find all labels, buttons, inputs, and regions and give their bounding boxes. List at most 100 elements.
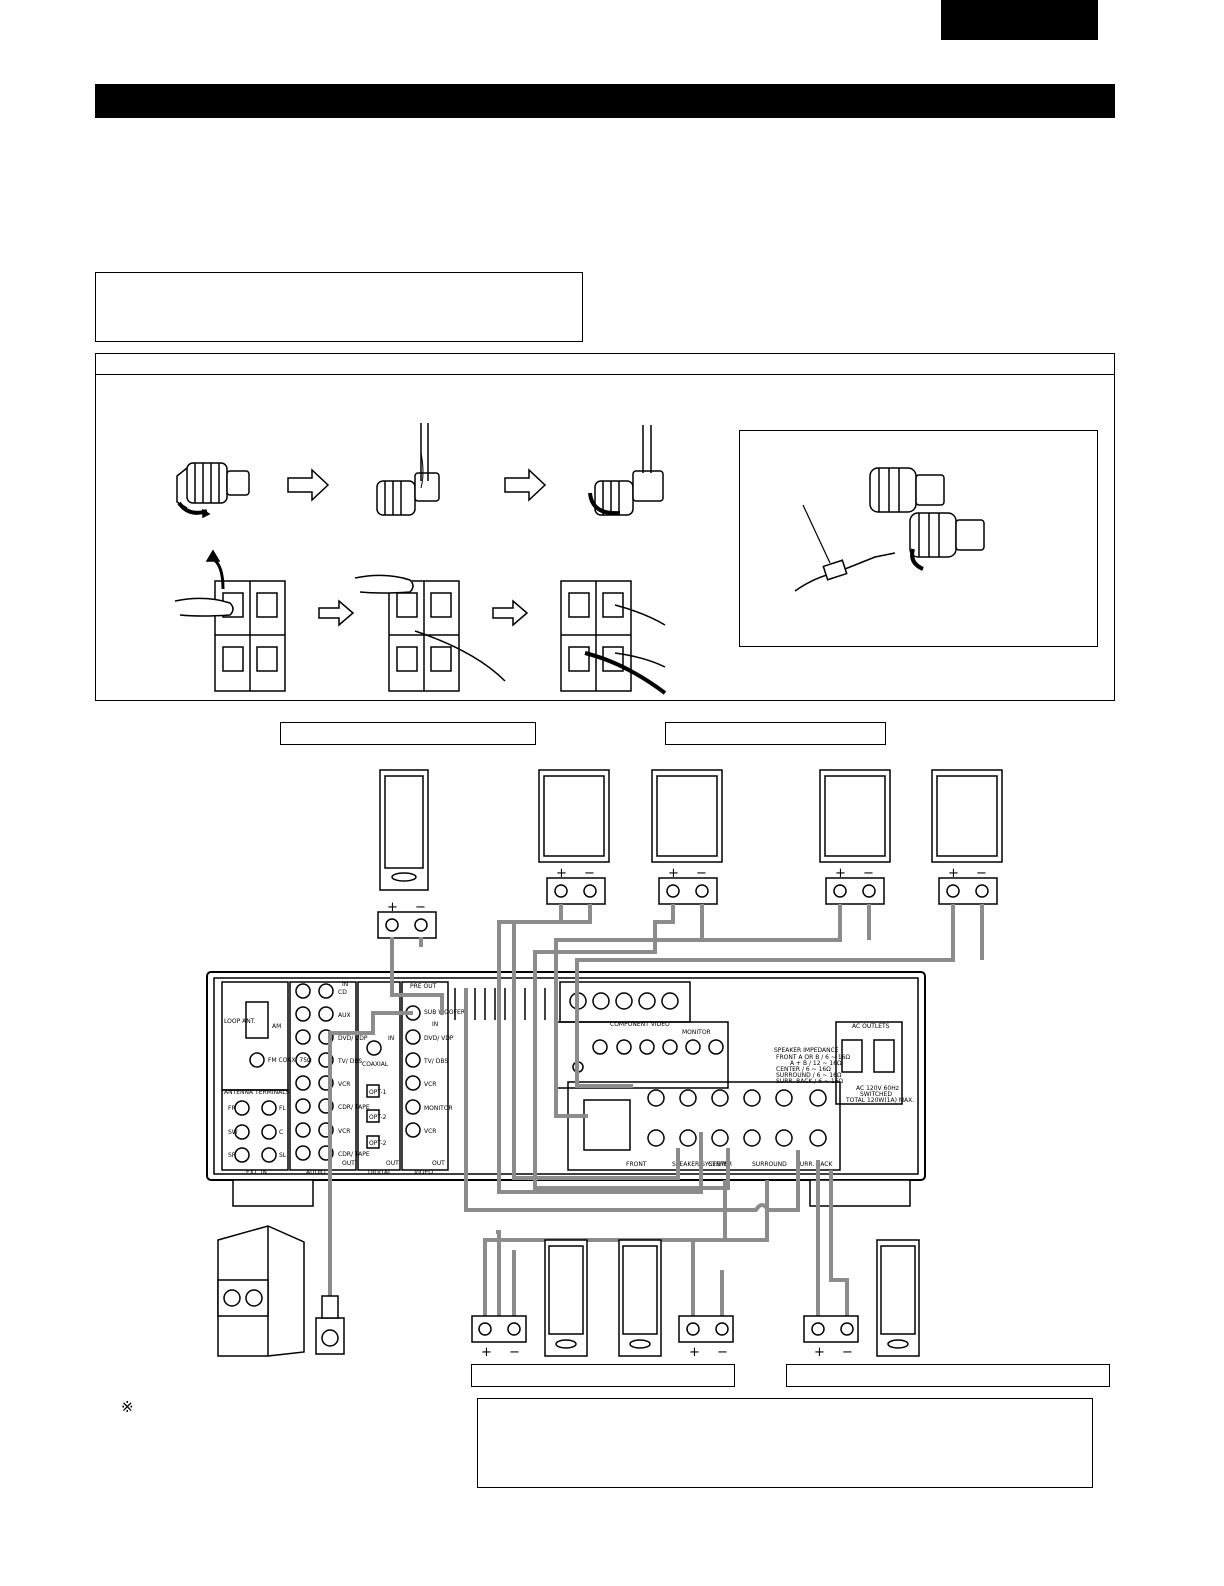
speaker-wiring-diagram: + − + − + − + − + −	[206, 769, 1003, 1360]
impedance-surround: SURROUND / 6 ~ 16Ω	[776, 1072, 842, 1079]
surr-back-label: SURR. BACK	[796, 1161, 833, 1168]
minus-sign: −	[717, 1345, 728, 1360]
ac-rating-voltage: AC 120V 60Hz	[856, 1085, 899, 1092]
audio-in-dvd-label: DVD/ VDP	[338, 1035, 368, 1042]
sub-woofer-label: SUB WOOFER	[424, 1009, 465, 1016]
screw-terminal-loosen	[176, 462, 250, 519]
ext-in-sl-label: SL	[279, 1152, 287, 1159]
fm-label: FM COAX. 75Ω	[268, 1057, 312, 1064]
plus-sign: +	[689, 1345, 700, 1360]
plus-sign: +	[481, 1345, 492, 1360]
ac-outlets-label: AC OUTLETS	[852, 1023, 890, 1030]
minus-sign: −	[584, 866, 595, 881]
speaker-terminal	[938, 877, 998, 905]
note-box	[95, 272, 583, 342]
section-header-bar	[95, 84, 1115, 118]
opt-1-label: OPT-1	[369, 1089, 387, 1096]
ext-in-c-label: C	[279, 1129, 283, 1136]
am-label: AM	[272, 1023, 281, 1030]
arrow-right-icon	[492, 599, 529, 627]
audio-in-aux-label: AUX	[338, 1012, 351, 1019]
caution-box	[477, 1398, 1093, 1488]
clip-terminal-press	[174, 549, 286, 692]
surround-back-speaker	[876, 1239, 920, 1357]
ext-in-sr-label: SR	[228, 1152, 236, 1159]
digital-out-tag: OUT	[386, 1160, 399, 1167]
opt-out-label: OPT-2	[369, 1140, 387, 1147]
audio-in-vcr-label: VCR	[338, 1081, 350, 1088]
subwoofer-cable	[328, 1011, 413, 1343]
speaker-wires	[390, 904, 984, 1324]
video-in-tag: IN	[432, 1021, 438, 1028]
monitor-label: MONITOR	[682, 1029, 711, 1036]
minus-sign: −	[696, 866, 707, 881]
page-tab	[941, 0, 1098, 40]
clip-terminal-insert-wire	[354, 574, 506, 692]
instruction-illustrations	[174, 423, 985, 695]
video-in-dvd-label: DVD/ VDP	[424, 1035, 454, 1042]
surround-speaker-left	[931, 769, 1003, 863]
audio-in-tv-label: TV/ DBS	[337, 1058, 362, 1065]
surround-back-speaker	[618, 1239, 662, 1357]
audio-in-cd-label: CD	[338, 989, 347, 996]
opt-2-label: OPT-2	[369, 1114, 387, 1121]
audio-label: AUDIO	[306, 1169, 326, 1176]
plus-sign: +	[835, 866, 846, 881]
screw-terminal-tighten	[588, 425, 664, 516]
plus-sign: +	[668, 866, 679, 881]
impedance-center: CENTER / 6 ~ 16Ω	[776, 1066, 831, 1073]
ac-rating-total: TOTAL 120W(1A) MAX.	[845, 1097, 914, 1104]
impedance-front: FRONT A OR B / 6 ~ 16Ω	[776, 1054, 850, 1061]
speaker-terminal	[678, 1315, 734, 1343]
surround-back-wire-1	[691, 1180, 769, 1320]
speaker-terminal	[803, 1315, 859, 1343]
banana-plug-illustration	[794, 467, 985, 592]
impedance-title: SPEAKER IMPEDANCE	[774, 1047, 839, 1054]
antenna-terminals-label: ANTENNA TERMINALS	[224, 1089, 290, 1096]
subwoofer-input-jack	[315, 1295, 345, 1355]
center-label: CENTER	[708, 1161, 732, 1168]
speaker-terminal	[658, 877, 718, 905]
ac-rating-switched: SWITCHED	[860, 1091, 892, 1098]
digital-in-tag: IN	[388, 1035, 394, 1042]
video-in-tv-label: TV/ DBS	[423, 1058, 448, 1065]
ext-in-label: EXT. IN	[246, 1169, 267, 1176]
front-speaker-right	[538, 769, 610, 863]
audio-in-tag: IN	[342, 981, 348, 988]
pre-out-label: PRE OUT	[410, 983, 437, 990]
plus-sign: +	[556, 866, 567, 881]
note-mark: ※	[121, 1398, 134, 1416]
ext-in-sw-label: SW	[228, 1129, 238, 1136]
video-label: VIDEO	[414, 1169, 433, 1176]
center-speaker-wire	[483, 1180, 727, 1320]
front-speakers-label	[280, 722, 536, 745]
ext-in-fl-label: FL	[279, 1105, 286, 1112]
instructions-panel-header	[96, 374, 1114, 375]
surround-back-speaker	[544, 1239, 588, 1357]
impedance-surr-back: SURR. BACK / 6 ~ 16Ω	[776, 1078, 844, 1085]
surround-speaker-right	[819, 769, 891, 863]
arrow-right-icon	[287, 468, 330, 502]
plus-sign: +	[948, 866, 959, 881]
surround-label: SURROUND	[752, 1161, 787, 1168]
speaker-terminal	[825, 877, 885, 905]
audio-out-tag: OUT	[342, 1160, 355, 1167]
subwoofer	[217, 1225, 305, 1357]
loop-ant-label: LOOP ANT.	[224, 1018, 256, 1025]
center-speaker-top	[379, 769, 429, 891]
impedance-front-ab: A + B / 12 ~ 16Ω	[790, 1060, 842, 1067]
clip-terminal-wired	[560, 580, 667, 695]
surround-speakers-label	[665, 722, 886, 745]
plus-sign: +	[814, 1345, 825, 1360]
audio-out-cdr-label: CDR/ TAPE	[338, 1151, 370, 1158]
audio-out-vcr-label: VCR	[338, 1128, 350, 1135]
digital-label: DIGITAL	[368, 1169, 392, 1176]
screw-terminal-insert-wire	[376, 423, 440, 516]
video-in-vcr-label: VCR	[424, 1081, 436, 1088]
audio-in-cdr-label: CDR/ TAPE	[338, 1104, 370, 1111]
speaker-terminal	[377, 911, 437, 939]
component-video-label: COMPONENT VIDEO	[610, 1021, 670, 1028]
front-label: FRONT	[626, 1161, 647, 1168]
minus-sign: −	[863, 866, 874, 881]
video-out-tag: OUT	[432, 1160, 445, 1167]
